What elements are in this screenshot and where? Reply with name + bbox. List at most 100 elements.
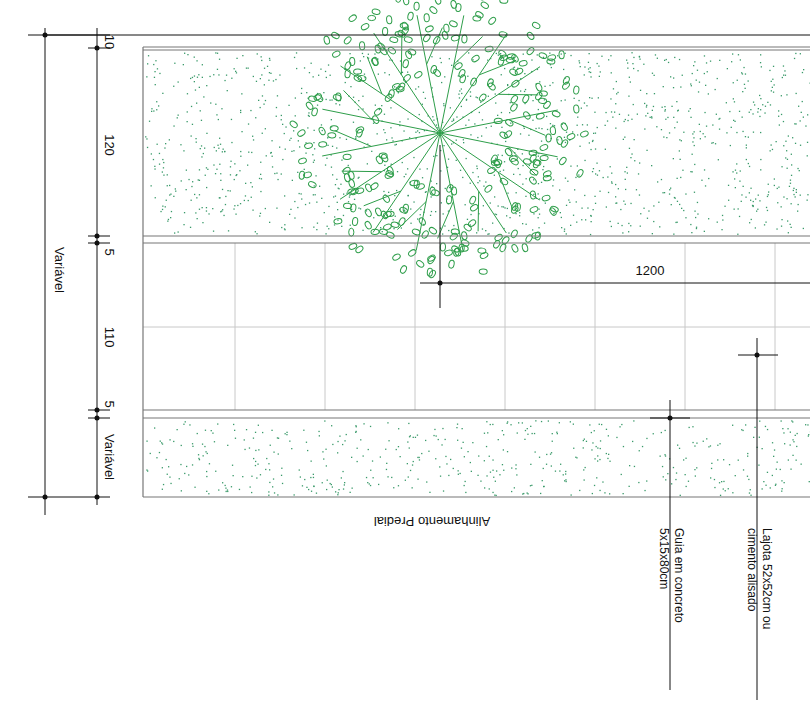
grass-dot [592, 171, 593, 172]
grass-dot [683, 132, 684, 133]
grass-dot [171, 211, 172, 212]
grass-dot [621, 474, 622, 475]
grass-dot [456, 427, 457, 428]
grass-dot [470, 183, 471, 184]
grass-dot [561, 53, 562, 54]
grass-dot [453, 120, 454, 121]
tree-branch [367, 57, 382, 94]
grass-dot [527, 428, 528, 429]
grass-dot [256, 81, 257, 82]
grass-dot [192, 443, 193, 444]
grass-dot [574, 189, 575, 190]
grass-dot [497, 115, 498, 116]
grass-dot [220, 173, 221, 174]
grass-dot [258, 100, 259, 101]
grass-dot [154, 71, 155, 72]
tree-leaf [531, 21, 541, 30]
grass-dot [663, 476, 664, 477]
grass-dot [788, 459, 789, 460]
grass-dot [358, 109, 359, 110]
grass-dot [704, 55, 705, 56]
grass-dot [725, 490, 726, 491]
grass-dot [688, 481, 689, 482]
grass-dot [550, 123, 551, 124]
grass-dot [689, 427, 690, 428]
grass-dot [273, 452, 274, 453]
grass-dot [644, 490, 645, 491]
grass-dot [295, 97, 296, 98]
grass-dot [150, 453, 151, 454]
tree-branch [440, 110, 558, 133]
grass-dot [767, 429, 768, 430]
grass-dot [368, 449, 369, 450]
grass-dot [697, 213, 698, 214]
grass-dot [594, 430, 595, 431]
grass-dot [409, 447, 410, 448]
grass-dot [272, 486, 273, 487]
grass-dot [518, 168, 519, 169]
grass-dot [658, 202, 659, 203]
tree-leaf [349, 57, 355, 65]
grass-dot [328, 206, 329, 207]
grass-dot [797, 433, 798, 434]
grass-dot [597, 455, 598, 456]
grass-dot [571, 494, 572, 495]
grass-dot [343, 194, 344, 195]
grass-dot [611, 226, 612, 227]
grass-dot [807, 114, 808, 115]
grass-dot [664, 60, 665, 61]
grass-dot [646, 106, 647, 107]
grass-dot [404, 176, 405, 177]
grass-dot [792, 421, 793, 422]
grass-dot [533, 213, 534, 214]
grass-dot [616, 202, 617, 203]
grass-dot [531, 59, 532, 60]
tree-leaf [414, 2, 419, 10]
tree-leaf [519, 60, 528, 67]
grass-dot [375, 105, 376, 106]
grass-dot [206, 167, 207, 168]
grass-dot [235, 71, 236, 72]
grass-dot [451, 121, 452, 122]
grass-dot [331, 167, 332, 168]
grass-dot [460, 170, 461, 171]
tree-leaf [560, 122, 569, 132]
grass-dot [445, 188, 446, 189]
grass-dot [284, 229, 285, 230]
grass-dot [502, 430, 503, 431]
grass-dot [348, 165, 349, 166]
grass-dot [588, 68, 589, 69]
grass-dot [335, 491, 336, 492]
grass-dot [433, 120, 434, 121]
grass-dot [215, 471, 216, 472]
grass-dot [257, 464, 258, 465]
grass-dot [749, 112, 750, 113]
grass-dot [547, 129, 548, 130]
grass-dot [740, 59, 741, 60]
grass-dot [758, 195, 759, 196]
grass-dot [459, 97, 460, 98]
grass-dot [764, 224, 765, 225]
grass-dot [198, 179, 199, 180]
grass-dot [770, 487, 771, 488]
grass-dot [788, 232, 789, 233]
grass-dot [422, 104, 423, 105]
grass-dot [315, 194, 316, 195]
grass-dot [458, 474, 459, 475]
grass-dot [167, 185, 168, 186]
grass-dot [745, 73, 746, 74]
grass-dot [729, 464, 730, 465]
grass-dot [717, 445, 718, 446]
grass-dot [407, 118, 408, 119]
grass-dot [314, 148, 315, 149]
grass-dot [273, 80, 274, 81]
grass-dot [492, 492, 493, 493]
grass-dot [504, 207, 505, 208]
grass-dot [673, 87, 674, 88]
grass-dot [271, 152, 272, 153]
grass-dot [418, 86, 419, 87]
grass-dot [756, 211, 757, 212]
grass-dot [600, 448, 601, 449]
grass-dot [461, 88, 462, 89]
grass-dot [430, 215, 431, 216]
